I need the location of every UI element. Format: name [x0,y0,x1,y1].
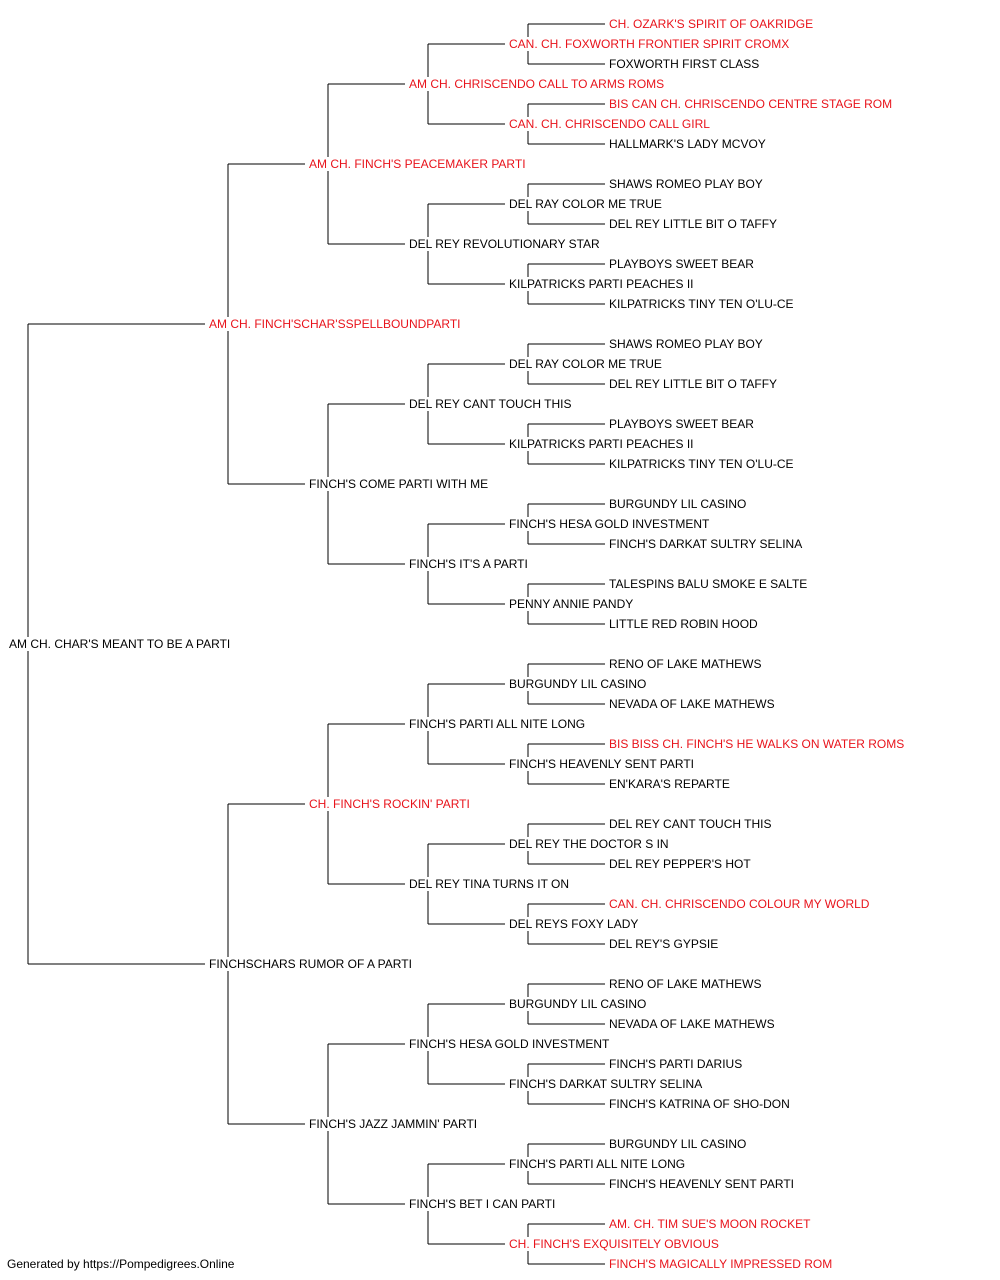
dog-name-subject: AM CH. CHAR'S MEANT TO BE A PARTI [8,637,232,651]
dog-name-subject-sire-dam: FINCH'S COME PARTI WITH ME [308,477,490,491]
dog-name-subject-dam-dam: FINCH'S JAZZ JAMMIN' PARTI [308,1117,479,1131]
dog-name-subject-sire-sire-sire-sire: CAN. CH. FOXWORTH FRONTIER SPIRIT CROMX [508,37,791,51]
dog-name-subject-dam-sire-sire-dam: FINCH'S HEAVENLY SENT PARTI [508,757,696,771]
dog-name-subject-sire-dam-sire-dam: KILPATRICKS PARTI PEACHES II [508,437,695,451]
dog-name-subject-dam-dam-sire-dam: FINCH'S DARKAT SULTRY SELINA [508,1077,704,1091]
dog-name-subject-dam-dam-dam-sire-dam: FINCH'S HEAVENLY SENT PARTI [608,1177,796,1191]
dog-name-subject-dam-sire-sire-sire-dam: NEVADA OF LAKE MATHEWS [608,697,776,711]
dog-name-subject-sire-dam-dam-sire: FINCH'S HESA GOLD INVESTMENT [508,517,711,531]
dog-name-subject-dam-sire-sire: FINCH'S PARTI ALL NITE LONG [408,717,587,731]
dog-name-subject-sire-sire: AM CH. FINCH'S PEACEMAKER PARTI [308,157,527,171]
dog-name-subject-sire-sire-dam-sire-sire: SHAWS ROMEO PLAY BOY [608,177,764,191]
dog-name-subject-sire-dam-sire-dam-dam: KILPATRICKS TINY TEN O'LU-CE [608,457,795,471]
dog-name-subject-sire-dam-sire-dam-sire: PLAYBOYS SWEET BEAR [608,417,755,431]
dog-name-subject-dam-dam-dam-dam-sire: AM. CH. TIM SUE'S MOON ROCKET [608,1217,812,1231]
dog-name-subject-dam-dam-sire-sire-sire: RENO OF LAKE MATHEWS [608,977,763,991]
dog-name-subject-sire-dam-dam-dam: PENNY ANNIE PANDY [508,597,635,611]
dog-name-subject-sire-dam-sire-sire-dam: DEL REY LITTLE BIT O TAFFY [608,377,779,391]
dog-name-subject-dam-sire-dam-dam: DEL REYS FOXY LADY [508,917,640,931]
dog-name-subject-sire-dam-dam: FINCH'S IT'S A PARTI [408,557,529,571]
dog-name-subject-dam-dam-dam-dam-dam: FINCH'S MAGICALLY IMPRESSED ROM [608,1257,834,1271]
dog-name-subject-dam-dam-dam-sire-sire: BURGUNDY LIL CASINO [608,1137,748,1151]
dog-name-subject-sire-dam-dam-dam-dam: LITTLE RED ROBIN HOOD [608,617,759,631]
dog-name-subject-dam-dam-sire-dam-dam: FINCH'S KATRINA OF SHO-DON [608,1097,791,1111]
dog-name-subject-sire-sire-dam-dam-dam: KILPATRICKS TINY TEN O'LU-CE [608,297,795,311]
dog-name-subject-dam-dam-dam-dam: CH. FINCH'S EXQUISITELY OBVIOUS [508,1237,720,1251]
dog-name-subject-dam-sire-sire-dam-dam: EN'KARA'S REPARTE [608,777,731,791]
dog-name-subject-sire-sire-sire-dam: CAN. CH. CHRISCENDO CALL GIRL [508,117,711,131]
generated-by-footer: Generated by https://Pompedigrees.Online [7,1257,235,1271]
dog-name-subject-sire-dam-sire-sire: DEL RAY COLOR ME TRUE [508,357,663,371]
dog-name-subject-dam-sire-dam-sire-sire: DEL REY CANT TOUCH THIS [608,817,773,831]
dog-name-subject-sire-sire-sire: AM CH. CHRISCENDO CALL TO ARMS ROMS [408,77,666,91]
dog-name-subject-sire-dam-dam-sire-sire: BURGUNDY LIL CASINO [608,497,748,511]
dog-name-subject-sire-sire-sire-dam-sire: BIS CAN CH. CHRISCENDO CENTRE STAGE ROM [608,97,894,111]
dog-name-subject-dam-dam-sire-sire-dam: NEVADA OF LAKE MATHEWS [608,1017,776,1031]
dog-name-subject-sire-sire-sire-sire-sire: CH. OZARK'S SPIRIT OF OAKRIDGE [608,17,815,31]
dog-name-subject-sire-sire-dam-sire-dam: DEL REY LITTLE BIT O TAFFY [608,217,779,231]
dog-name-subject-dam-sire-sire-dam-sire: BIS BISS CH. FINCH'S HE WALKS ON WATER R… [608,737,906,751]
dog-name-subject-sire-sire-sire-dam-dam: HALLMARK'S LADY MCVOY [608,137,767,151]
dog-name-subject-dam-sire-dam: DEL REY TINA TURNS IT ON [408,877,571,891]
dog-name-subject-dam-dam-sire-dam-sire: FINCH'S PARTI DARIUS [608,1057,744,1071]
dog-name-subject-dam-dam-sire-sire: BURGUNDY LIL CASINO [508,997,648,1011]
dog-name-subject-dam-sire-sire-sire-sire: RENO OF LAKE MATHEWS [608,657,763,671]
dog-name-subject-dam-sire-dam-sire-dam: DEL REY PEPPER'S HOT [608,857,752,871]
dog-name-subject-sire-sire-dam: DEL REY REVOLUTIONARY STAR [408,237,601,251]
dog-name-subject-sire: AM CH. FINCH'SCHAR'SSPELLBOUNDPARTI [208,317,462,331]
dog-name-subject-sire-sire-dam-dam: KILPATRICKS PARTI PEACHES II [508,277,695,291]
dog-name-subject-dam-dam-sire: FINCH'S HESA GOLD INVESTMENT [408,1037,611,1051]
dog-name-subject-sire-dam-sire-sire-sire: SHAWS ROMEO PLAY BOY [608,337,764,351]
dog-name-subject-sire-sire-dam-dam-sire: PLAYBOYS SWEET BEAR [608,257,755,271]
dog-name-subject-sire-sire-sire-sire-dam: FOXWORTH FIRST CLASS [608,57,761,71]
dog-name-subject-dam: FINCHSCHARS RUMOR OF A PARTI [208,957,413,971]
dog-name-subject-sire-dam-dam-sire-dam: FINCH'S DARKAT SULTRY SELINA [608,537,804,551]
dog-name-subject-dam-sire-dam-dam-sire: CAN. CH. CHRISCENDO COLOUR MY WORLD [608,897,871,911]
dog-name-subject-dam-dam-dam-sire: FINCH'S PARTI ALL NITE LONG [508,1157,687,1171]
dog-name-subject-dam-dam-dam: FINCH'S BET I CAN PARTI [408,1197,557,1211]
dog-name-subject-dam-sire-dam-sire: DEL REY THE DOCTOR S IN [508,837,670,851]
dog-name-subject-sire-dam-dam-dam-sire: TALESPINS BALU SMOKE E SALTE [608,577,809,591]
dog-name-subject-dam-sire-sire-sire: BURGUNDY LIL CASINO [508,677,648,691]
dog-name-subject-dam-sire-dam-dam-dam: DEL REY'S GYPSIE [608,937,720,951]
dog-name-subject-sire-dam-sire: DEL REY CANT TOUCH THIS [408,397,573,411]
dog-name-subject-sire-sire-dam-sire: DEL RAY COLOR ME TRUE [508,197,663,211]
dog-name-subject-dam-sire: CH. FINCH'S ROCKIN' PARTI [308,797,471,811]
